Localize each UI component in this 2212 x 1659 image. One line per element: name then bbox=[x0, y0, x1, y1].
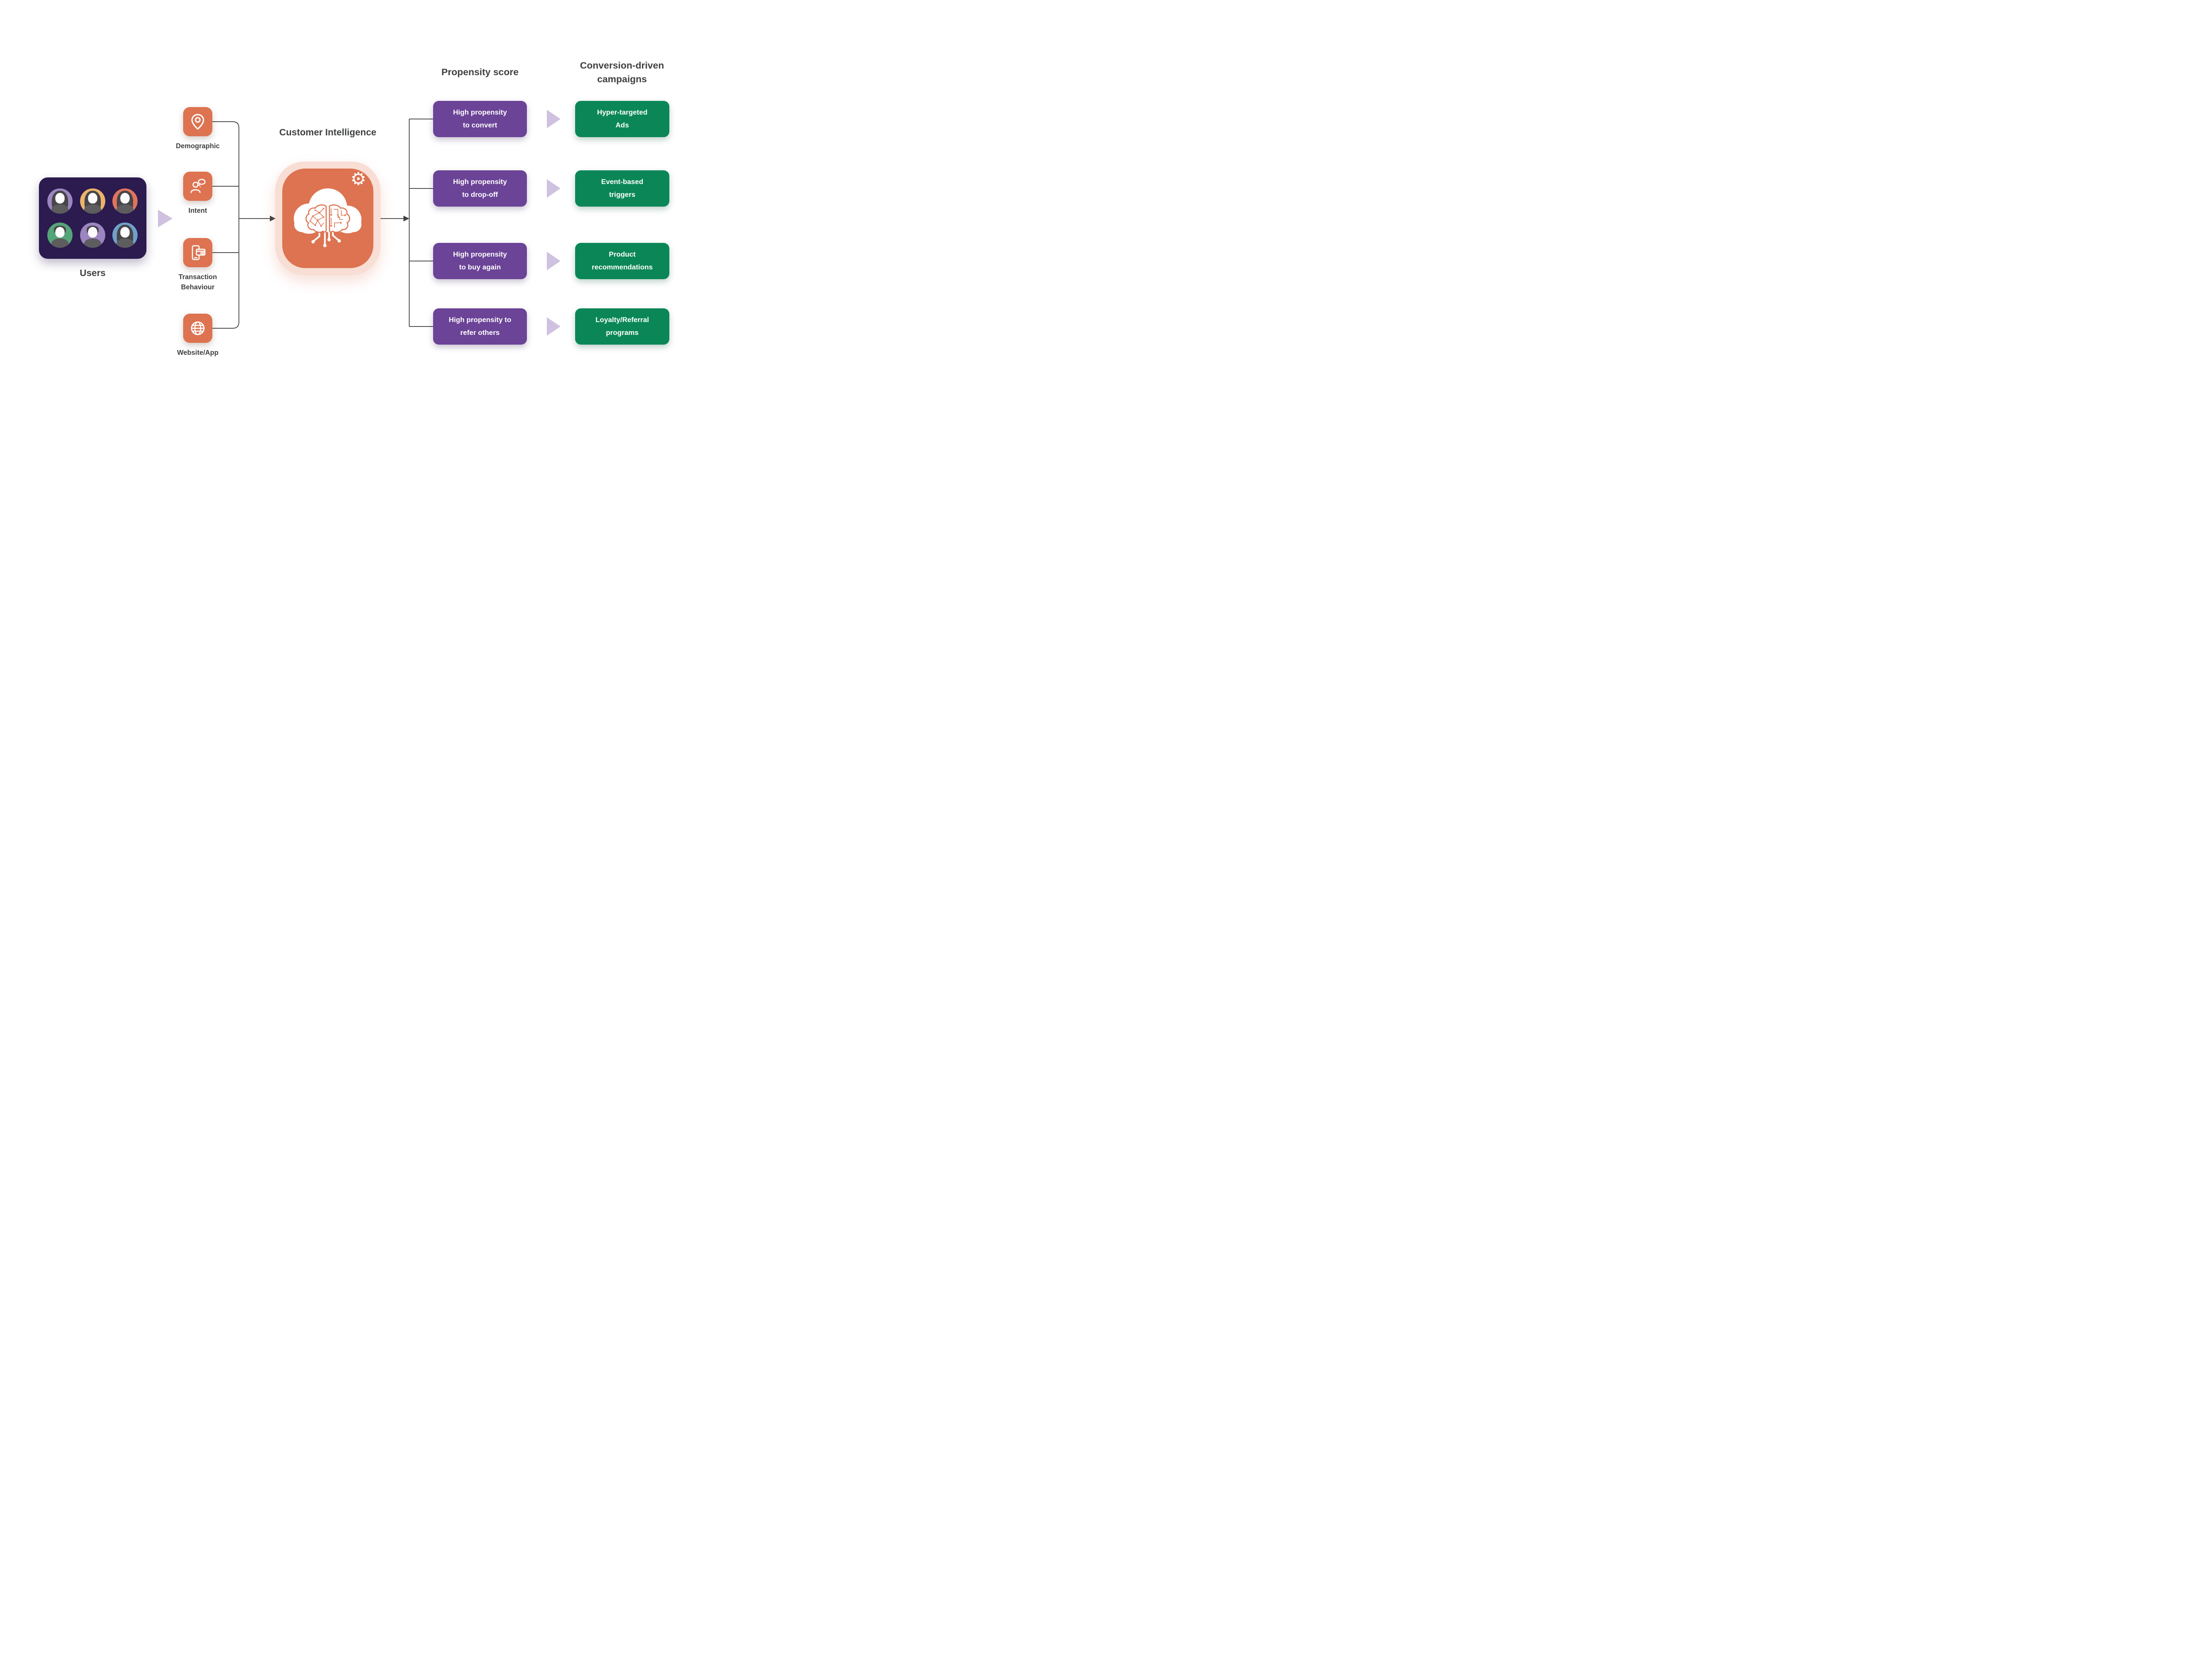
campaign-box-line1: Loyalty/Referral bbox=[595, 316, 649, 324]
user-avatar bbox=[80, 188, 105, 214]
user-avatar bbox=[47, 223, 73, 248]
users-flow-triangle bbox=[158, 210, 173, 227]
campaign-box-line1: Event-based bbox=[601, 178, 644, 186]
propensity-box-line2: to drop-off bbox=[462, 191, 498, 199]
avatar-face bbox=[120, 227, 130, 238]
propensity-box-drop-off: High propensity to drop-off bbox=[433, 170, 527, 207]
users-panel bbox=[39, 177, 146, 259]
cloud-brain-icon bbox=[294, 188, 361, 247]
propensity-box-line1: High propensity bbox=[453, 178, 507, 186]
propensity-box-line1: High propensity to bbox=[449, 316, 511, 324]
propensity-box-line1: High propensity bbox=[453, 109, 507, 116]
row-flow-triangle bbox=[547, 252, 561, 270]
source-tile-intent bbox=[183, 172, 212, 201]
ci-input-arrowhead bbox=[270, 215, 276, 222]
propensity-box-convert: High propensity to convert bbox=[433, 101, 527, 137]
campaigns-heading: Conversion-driven campaigns bbox=[556, 59, 688, 86]
location-pin-icon bbox=[191, 114, 204, 130]
propensity-box-refer-others: High propensity to refer others bbox=[433, 308, 527, 345]
avatar-body bbox=[116, 204, 134, 214]
user-avatar bbox=[112, 223, 138, 248]
campaign-box-line2: triggers bbox=[609, 191, 636, 199]
user-avatar bbox=[80, 223, 105, 248]
avatar-face bbox=[88, 193, 98, 204]
source-label-transaction: Transaction Behaviour bbox=[178, 273, 217, 291]
campaign-box-line2: Ads bbox=[615, 122, 629, 129]
users-label: Users bbox=[80, 268, 106, 278]
row-flow-triangle bbox=[547, 110, 561, 128]
gear-icon: ⚙ bbox=[350, 169, 366, 189]
campaign-box-line2: programs bbox=[606, 329, 639, 337]
campaign-box-event-triggers: Event-based triggers bbox=[575, 170, 669, 207]
ci-output-arrowhead bbox=[403, 215, 409, 222]
propensity-box-line2: to convert bbox=[463, 122, 497, 129]
campaign-box-hyper-targeted-ads: Hyper-targeted Ads bbox=[575, 101, 669, 137]
avatar-body bbox=[84, 238, 101, 248]
user-avatar bbox=[112, 188, 138, 214]
campaign-box-line2: recommendations bbox=[591, 264, 653, 271]
phone-credit-card-icon bbox=[192, 245, 206, 260]
connector-lines bbox=[212, 119, 433, 329]
source-tile-website bbox=[183, 314, 212, 343]
avatar-body bbox=[51, 204, 69, 214]
campaign-box-line1: Hyper-targeted bbox=[597, 109, 648, 116]
globe-icon bbox=[191, 321, 205, 335]
avatar-face bbox=[120, 193, 130, 204]
propensity-box-line1: High propensity bbox=[453, 251, 507, 258]
campaigns-heading-line2: campaigns bbox=[597, 74, 647, 84]
avatar-face bbox=[55, 193, 65, 204]
source-label-intent: Intent bbox=[188, 207, 207, 215]
source-bus-line bbox=[212, 121, 239, 329]
source-label-website: Website/App bbox=[177, 349, 219, 357]
campaign-box-line1: Product bbox=[609, 251, 636, 258]
campaign-box-product-recommendations: Product recommendations bbox=[575, 243, 669, 279]
avatar-body bbox=[84, 204, 101, 214]
person-thought-bubble-icon bbox=[190, 179, 206, 193]
avatar-face bbox=[55, 227, 65, 238]
propensity-box-line2: refer others bbox=[460, 329, 500, 337]
customer-intelligence-title: Customer Intelligence bbox=[279, 127, 376, 138]
avatar-body bbox=[51, 238, 69, 248]
customer-intelligence-block: ⚙ bbox=[275, 161, 380, 275]
propensity-score-heading: Propensity score bbox=[441, 67, 519, 77]
propensity-box-buy-again: High propensity to buy again bbox=[433, 243, 527, 279]
campaigns-heading-line1: Conversion-driven bbox=[580, 60, 664, 71]
source-tile-transaction bbox=[183, 238, 212, 267]
customer-intelligence-inner: ⚙ bbox=[282, 169, 373, 268]
diagram-canvas: Users Demographic Intent Transaction Beh… bbox=[0, 0, 706, 415]
source-label-demographic: Demographic bbox=[176, 142, 220, 150]
avatar-body bbox=[116, 238, 134, 248]
source-tile-demographic bbox=[183, 107, 212, 136]
row-flow-triangle bbox=[547, 179, 561, 198]
user-avatar bbox=[47, 188, 73, 214]
row-flow-triangle bbox=[547, 317, 561, 336]
campaign-box-loyalty-referral: Loyalty/Referral programs bbox=[575, 308, 669, 345]
propensity-box-line2: to buy again bbox=[459, 264, 501, 271]
avatar-face bbox=[88, 227, 98, 238]
